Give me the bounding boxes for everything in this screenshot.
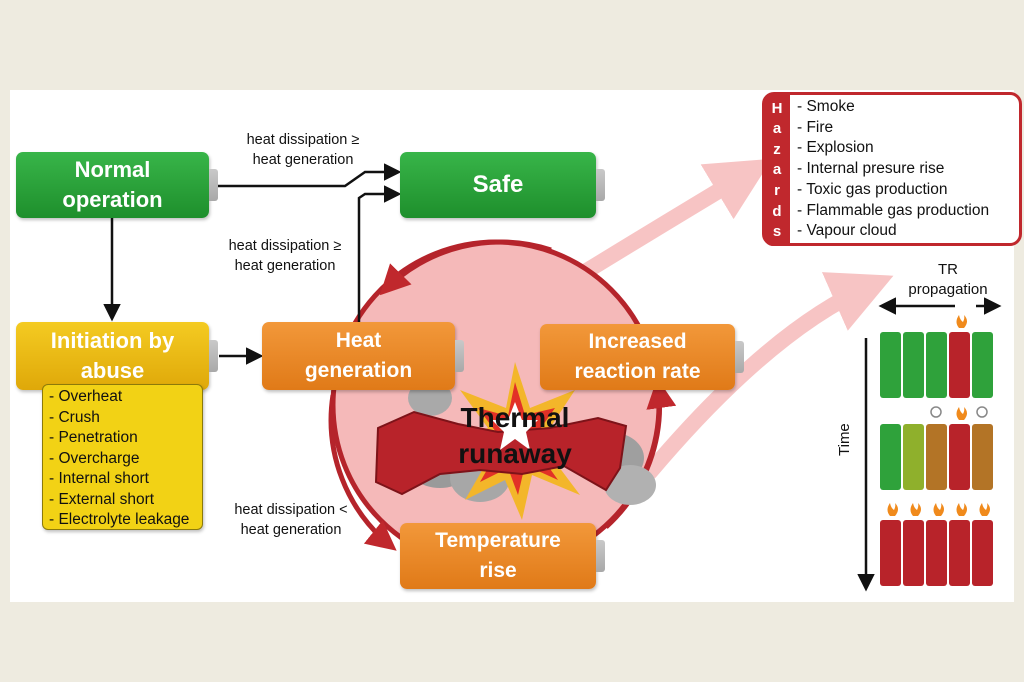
node-increased-reaction-rate: Increased reaction rate	[540, 324, 744, 390]
cell-row-2	[880, 406, 993, 490]
node-heat-generation: Heat generation	[262, 322, 464, 390]
hazards-list: - Smoke - Fire - Explosion - Internal pr…	[797, 97, 989, 242]
node-safe: Safe	[400, 152, 605, 218]
list-item: - External short	[49, 490, 155, 508]
node-temperature-rise: Temperature rise	[400, 523, 605, 589]
edge-label-top: heat dissipation ≥ heat generation	[246, 132, 360, 168]
edge-label-bottom: heat dissipation < heat generation	[234, 502, 348, 538]
node-initiation-by-abuse: Initiation by abuse	[16, 322, 218, 390]
list-item: - Flammable gas production	[797, 201, 990, 219]
list-item: - Penetration	[49, 429, 138, 446]
battery-terminal-icon	[596, 540, 605, 572]
list-item: - Smoke	[797, 98, 855, 115]
list-item: - Internal short	[49, 470, 149, 487]
battery-terminal-icon	[209, 169, 218, 201]
hazards-title: H a z a r d s	[764, 94, 790, 246]
list-item: - Crush	[49, 408, 100, 426]
list-item: - Internal presure rise	[797, 160, 945, 178]
list-item: - Overheat	[49, 388, 123, 405]
flow-to-hazards	[577, 158, 772, 280]
diagram-panel: Normal operation Safe Initiation by abus…	[10, 90, 1022, 602]
battery-terminal-icon	[735, 341, 744, 373]
battery-terminal-icon	[209, 340, 218, 372]
cell-row-3	[880, 503, 993, 586]
list-item: - Fire	[797, 118, 834, 136]
cell-row-1	[880, 315, 993, 398]
abuse-causes-list: - Overheat - Crush - Penetration - Overc…	[42, 384, 203, 530]
battery-terminal-icon	[596, 169, 605, 201]
thermal-runaway-label: Thermal runaway	[458, 402, 572, 469]
thermal-runaway-burst	[374, 362, 656, 520]
edge-label-middle: heat dissipation ≥ heat generation	[228, 238, 342, 274]
tr-propagation-label: TR propagation	[908, 261, 988, 298]
hazards-box: H a z a r d s - Smoke - Fire - Explosion…	[762, 92, 1022, 246]
flow-to-propagation	[642, 272, 894, 480]
list-item: - Toxic gas production	[797, 180, 948, 198]
list-item: - Overcharge	[49, 449, 140, 467]
time-axis-label: Time	[836, 423, 853, 456]
list-item: - Explosion	[797, 139, 874, 157]
battery-terminal-icon	[455, 340, 464, 372]
node-normal-operation: Normal operation	[16, 152, 218, 218]
list-item: - Electrolyte leakage	[49, 511, 190, 528]
list-item: - Vapour cloud	[797, 222, 897, 240]
